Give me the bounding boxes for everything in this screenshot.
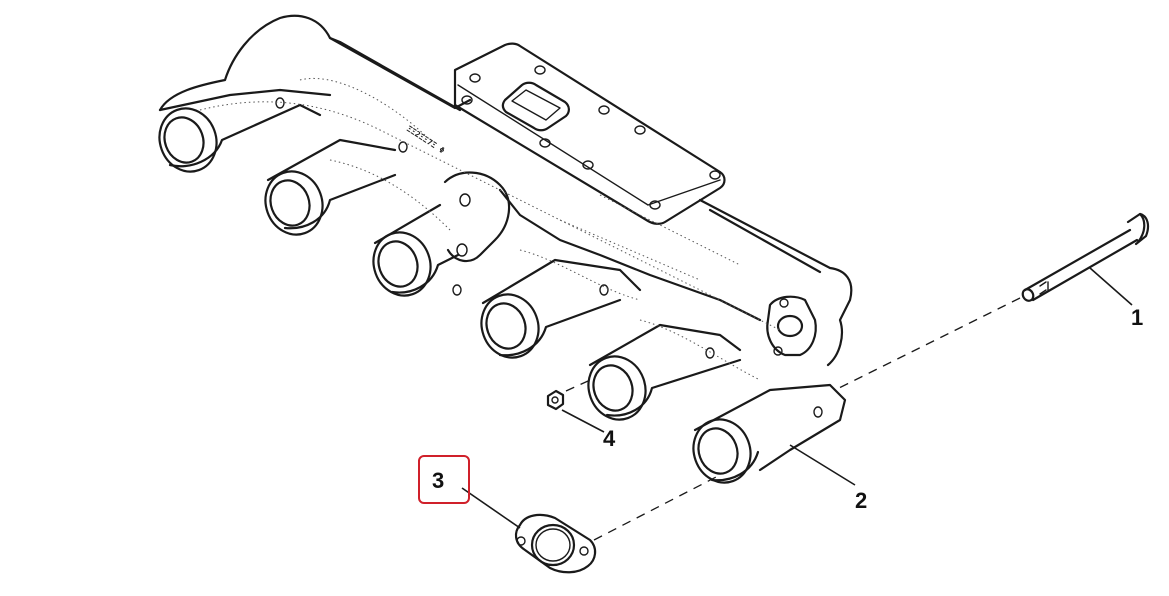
exhaust-runners [158,88,847,484]
leader-line-4 [561,409,605,433]
leader-line-1 [1089,267,1133,306]
gasket [514,513,597,574]
assembly-line-bolt [834,297,1021,391]
manifold-bolt [1021,212,1150,302]
turbo-flange [453,42,726,225]
exhaust-manifold: ΞΞ2ΞΞ7Ξ Φ [158,14,853,484]
flange-bolt-holes [461,65,721,210]
leader-line-3 [461,487,521,529]
callout-2[interactable]: 2 [855,488,867,513]
casting-stamp: ΞΞ2ΞΞ7Ξ Φ [405,124,446,155]
leader-line-2 [789,444,856,486]
assembly-line-nut [565,380,589,392]
nut [546,389,565,411]
callout-4[interactable]: 4 [603,426,616,451]
highlighted-callout-box[interactable] [418,455,470,504]
callout-1[interactable]: 1 [1131,305,1143,330]
assembly-line-gasket [593,474,721,541]
callout-3[interactable]: 3 [432,468,444,493]
